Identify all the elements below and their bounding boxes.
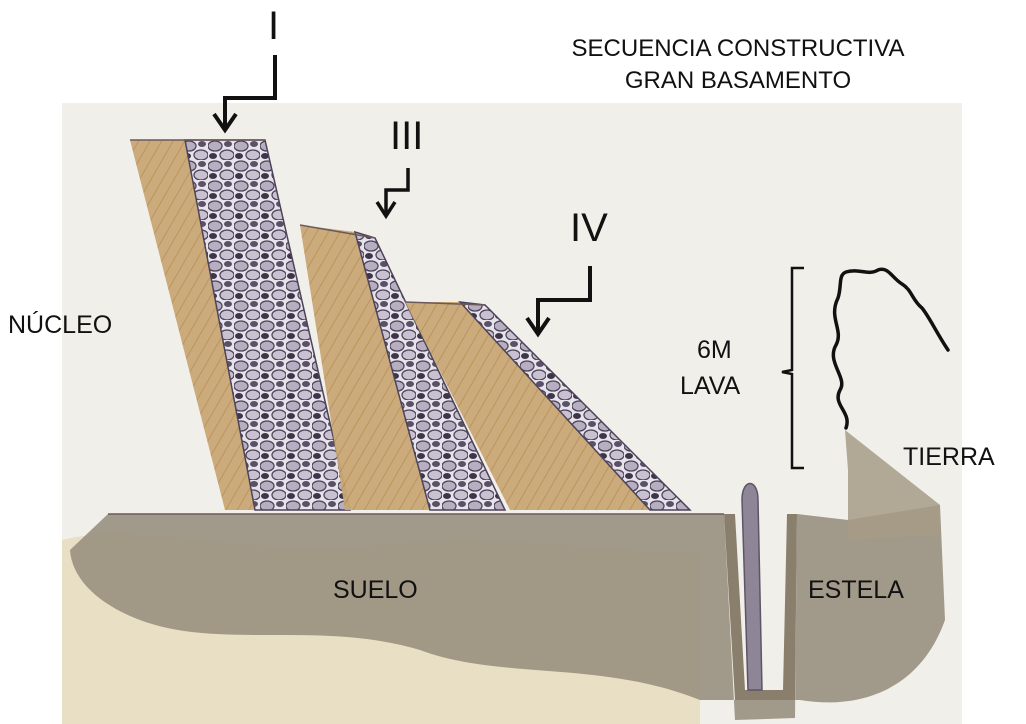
label-estela: ESTELA [808,578,904,603]
diagram-title-line1: SECUENCIA CONSTRUCTIVA [508,34,968,64]
label-nucleo: NÚCLEO [8,313,112,338]
label-measure-lava: LAVA [680,374,740,399]
label-measure-6m: 6M [697,338,732,363]
label-suelo: SUELO [333,578,418,603]
phase-label-iv: IV [570,208,608,248]
diagram-title-line2: GRAN BASAMENTO [508,66,968,96]
phase-label-i: I [268,6,279,46]
phase-label-iii: III [390,116,423,156]
label-tierra: TIERRA [903,445,995,470]
